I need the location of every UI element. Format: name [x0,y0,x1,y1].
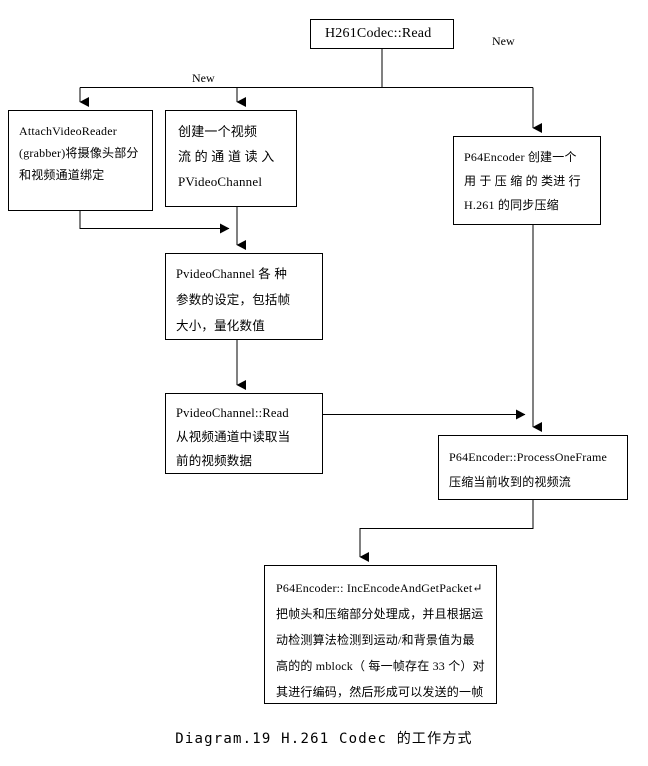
node-text-line: 从视频通道中读取当 [176,430,291,444]
node-text-line: 前的视频数据 [176,454,253,468]
edge-label-new-right: New [490,34,517,48]
node-text-line: P64Encoder 创建一个 [464,150,577,164]
node-text-line: P64Encoder:: IncEncodeAndGetPacket↵ [276,581,483,595]
node-text-line: 压缩当前收到的视频流 [449,475,572,489]
node-text-line: 用 于 压 缩 的 类进 行 [464,174,581,188]
node-text-line: 和视频通道绑定 [19,168,105,182]
diagram-caption: Diagram.19 H.261 Codec 的工作方式 [175,731,473,747]
node-text-line: H261Codec::Read [325,26,432,41]
node-text-line: P64Encoder::ProcessOneFrame [449,450,608,464]
node-text-line: 其进行编码，然后形成可以发送的一帧 [276,685,484,699]
node-text-line: 参数的设定，包括帧 [176,293,291,307]
node-text-line: 大小，量化数值 [176,319,265,333]
node-text-line: H.261 的同步压缩 [464,198,559,212]
node-text-line: (grabber)将摄像头部分 [19,146,139,160]
edge-label-new-left: New [190,71,217,85]
node-text-line: PvideoChannel 各 种 [176,267,288,281]
node-text-line: 高的的 mblock（ 每一帧存在 33 个）对 [276,659,485,673]
node-create-video-stream-channel[interactable]: 创建一个视频 流 的 通 道 读 入 PVideoChannel [165,110,297,207]
node-text-line: AttachVideoReader [19,124,117,138]
node-text-line: 把帧头和压缩部分处理成，并且根据运 [276,607,484,621]
edge-processoneframe-to-incencode [359,500,534,562]
node-attach-video-reader[interactable]: AttachVideoReader (grabber)将摄像头部分 和视频通道绑… [8,110,153,211]
node-p64encoder-inc-encode-and-get-packet[interactable]: P64Encoder:: IncEncodeAndGetPacket↵ 把帧头和… [264,565,497,704]
node-text-line: 创建一个视频 [178,124,258,139]
node-h261codec-read[interactable]: H261Codec::Read [310,19,454,49]
node-p64encoder-create[interactable]: P64Encoder 创建一个 用 于 压 缩 的 类进 行 H.261 的同步… [453,136,601,225]
node-pvideochannel-parameters[interactable]: PvideoChannel 各 种 参数的设定，包括帧 大小，量化数值 [165,253,323,340]
edge-attachvideoreader-to-column [79,211,230,234]
node-text-line: PvideoChannel::Read [176,406,289,420]
node-p64encoder-process-one-frame[interactable]: P64Encoder::ProcessOneFrame 压缩当前收到的视频流 [438,435,628,500]
node-text-line: 动检测算法检测到运动/和背景值为最 [276,633,475,647]
node-pvideochannel-read[interactable]: PvideoChannel::Read 从视频通道中读取当 前的视频数据 [165,393,323,474]
node-text-line: PVideoChannel [178,174,263,189]
node-text-line: 流 的 通 道 读 入 [178,149,275,164]
